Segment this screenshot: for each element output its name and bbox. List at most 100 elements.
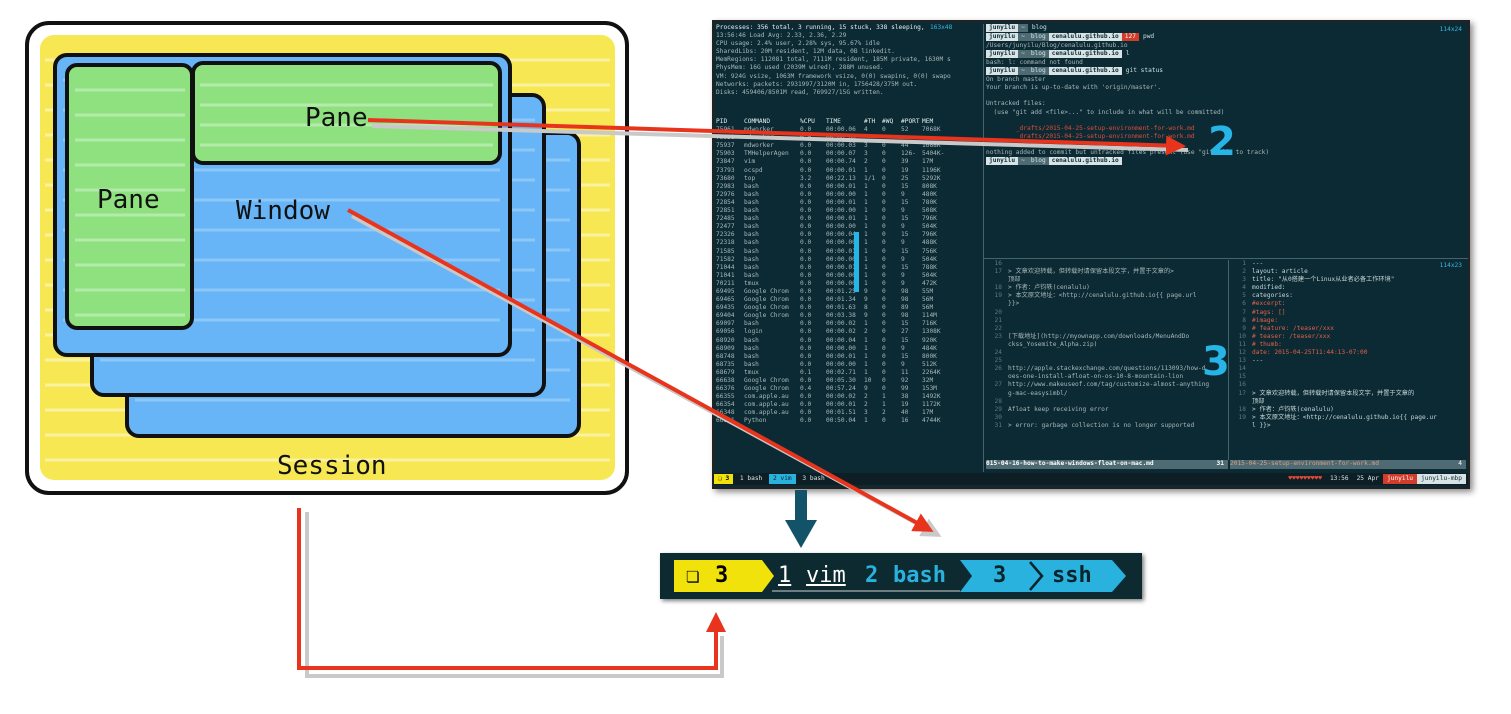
table-cell: 00:00.00	[826, 207, 856, 215]
vertical-divider	[983, 24, 984, 472]
table-cell: 00:00.01	[826, 352, 856, 360]
tmux-window-3[interactable]: 3 bash	[802, 475, 825, 482]
vim-line: 9# feature: /teaser/xxx	[1230, 325, 1466, 333]
big-window-1-index[interactable]: 1	[778, 563, 792, 588]
table-cell: 15	[901, 352, 909, 360]
vim-line-text: > 作者：卢钧轶(cenalulu)	[1252, 405, 1334, 413]
table-cell: 756K	[922, 247, 937, 255]
big-window-3-name[interactable]: ssh	[1052, 563, 1092, 588]
table-cell: 68748	[716, 352, 735, 360]
table-cell: 00:00.00	[826, 255, 856, 263]
big-window-1-name[interactable]: vim	[806, 563, 846, 588]
table-cell: Google Chrom	[744, 385, 789, 393]
vim-line: 23[下载地址](http://myownapp.com/downloads/M…	[986, 333, 1228, 341]
table-cell: 15	[901, 198, 909, 206]
table-cell: 0.0	[800, 126, 812, 134]
table-cell: 00:01.63	[826, 304, 856, 312]
table-cell: 0.0	[800, 223, 812, 231]
vim-line-number: 23	[994, 332, 1002, 340]
table-cell: 75937	[716, 142, 735, 150]
prompt-repo: cenalulu.github.io	[1048, 33, 1122, 41]
table-cell: 00:00.00	[826, 360, 856, 368]
git-output-line: On branch master	[986, 76, 1046, 84]
git-output-line: Your branch is up-to-date with 'origin/m…	[986, 84, 1162, 92]
table-cell: bash	[744, 263, 759, 271]
table-cell: 72326	[716, 231, 735, 239]
table-cell: 0	[882, 344, 886, 352]
vim-line-number: 9	[1242, 324, 1246, 332]
vim-line-text: ckss_Yosemite_Alpha.zip)	[1008, 340, 1098, 348]
vim-statusline-right: 2015-04-25-setup-environment-for-work.md…	[1230, 460, 1466, 469]
big-window-2-name[interactable]: bash	[893, 563, 946, 588]
table-cell: 1	[864, 352, 868, 360]
table-cell: 0.0	[800, 360, 812, 368]
vim-line-number: 18	[994, 284, 1002, 292]
vim-line: 20	[986, 309, 1228, 317]
vim-line: l }}>	[1230, 422, 1466, 430]
table-cell: 00:02.71	[826, 368, 856, 376]
table-cell: 00:00.00	[826, 344, 856, 352]
big-window-2-index[interactable]: 2	[865, 563, 879, 588]
table-cell: TIME	[826, 118, 841, 125]
table-cell: 0.0	[800, 215, 812, 223]
table-cell: 00:00.02	[826, 320, 856, 328]
table-cell: 00:01.51	[826, 409, 856, 417]
vim-line-text: #tags: []	[1252, 308, 1286, 316]
vim-line-number: 31	[994, 421, 1002, 429]
table-cell: 126-	[901, 150, 916, 158]
table-cell: bash	[744, 352, 759, 360]
table-cell: 1	[864, 231, 868, 239]
table-cell: 38	[901, 393, 909, 401]
tmux-window-2[interactable]: 2 vim	[769, 474, 796, 484]
table-cell: 00:00.00	[826, 223, 856, 231]
pane-arrow	[367, 118, 1186, 156]
table-cell: 0	[882, 215, 886, 223]
vim-line-text: categories:	[1252, 292, 1293, 300]
big-session-number[interactable]: 3	[715, 563, 729, 588]
tmux-window-1[interactable]: 1 bash	[739, 475, 763, 482]
table-cell: Google Chrom	[744, 287, 789, 295]
table-cell: 0.0	[800, 320, 812, 328]
prompt-home: ~	[1018, 67, 1028, 76]
vim-line: ckss_Yosemite_Alpha.zip)	[986, 341, 1228, 349]
table-cell: 9	[864, 296, 868, 304]
vim-line-text: g-mac-easysimbl/	[1008, 389, 1068, 397]
vim-line-number: 18	[1238, 405, 1246, 413]
vim-line: 16	[986, 260, 1228, 268]
table-cell: 808K	[922, 182, 937, 190]
git-output-line: (use "git add <file>..." to include in w…	[986, 108, 1225, 116]
tmux-user: junyilu	[1382, 474, 1418, 484]
table-cell: 27	[901, 328, 909, 336]
table-cell: MEM	[922, 118, 934, 125]
table-cell: Python	[744, 417, 767, 425]
table-cell: 9	[901, 223, 905, 231]
vim-line: 19> 本文原文地址：<http://cenalulu.github.io{{ …	[986, 292, 1228, 300]
table-cell: 66638	[716, 377, 735, 384]
table-cell: bash	[744, 231, 759, 239]
table-cell: 15	[901, 231, 909, 239]
big-window-3-index[interactable]: 3	[993, 563, 1007, 588]
table-cell: 0	[882, 279, 886, 287]
tmux-session[interactable]: ❏ 3	[714, 474, 734, 484]
vim-line: oes-one-install-afloat-on-os-10-8-mounta…	[986, 373, 1228, 381]
table-cell: 1	[864, 207, 868, 215]
table-cell: ocspd	[744, 166, 763, 174]
table-cell: 0.0	[800, 190, 812, 198]
vim-line-number: 21	[994, 316, 1002, 324]
vim-line: 7#tags: []	[1230, 309, 1466, 317]
vim-line-number: 12	[1238, 349, 1246, 357]
top-summary-line: Disks: 459406/8501M read, 769927/15G wri…	[716, 88, 884, 96]
prompt-command: pwd	[1142, 33, 1155, 40]
